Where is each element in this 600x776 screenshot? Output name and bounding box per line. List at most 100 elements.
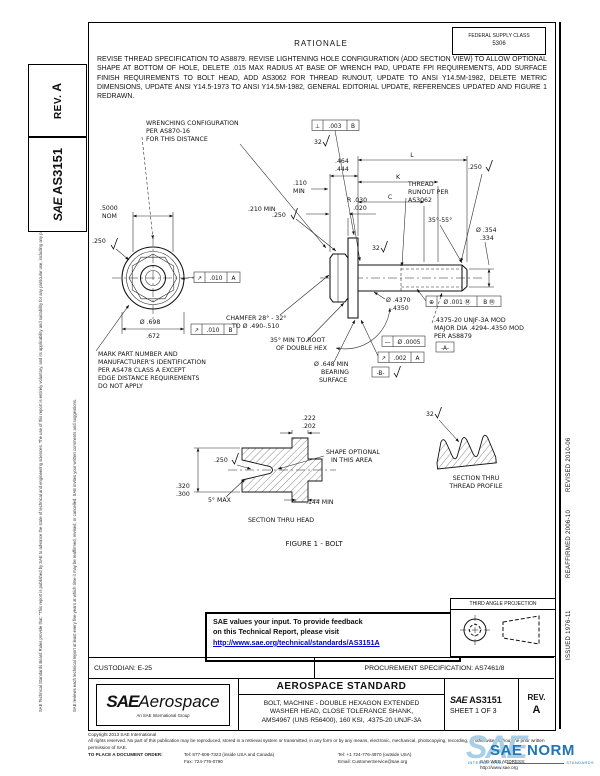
svg-text:.4375-20 UNJF-3A MOD: .4375-20 UNJF-3A MOD bbox=[434, 317, 506, 324]
sae-norm-watermark: SAE SAE NORM INTERNATIONAL STANDARDS bbox=[466, 729, 600, 775]
dim-fillet-radius: R .030 .020 bbox=[347, 197, 367, 262]
rev-value: A bbox=[50, 82, 65, 92]
svg-text:↗: ↗ bbox=[194, 328, 199, 334]
left-margin-disclaimer-1: SAE Technical Standards Board Rules prov… bbox=[38, 212, 43, 712]
note-marking: MARK PART NUMBER AND MANUFACTURER'S IDEN… bbox=[95, 304, 206, 390]
third-angle-projection-box: THIRD ANGLE PROJECTION bbox=[450, 598, 556, 657]
svg-text:.250: .250 bbox=[214, 457, 228, 464]
standard-type-heading: AEROSPACE STANDARD bbox=[239, 679, 444, 695]
section-thru-head: .222 .202 .250 SHAPE OPTIONAL IN THIS AR… bbox=[176, 415, 380, 524]
svg-text:AS3062: AS3062 bbox=[408, 197, 432, 204]
dim-210-min: .210 MIN bbox=[248, 206, 376, 236]
svg-text:THREAD: THREAD bbox=[407, 181, 434, 188]
watermark-divider bbox=[506, 762, 565, 764]
footer-web: SAE WEB ADDRESS: http://www.sae.org bbox=[480, 758, 526, 771]
dim-head-dia: Ø .698 .672 bbox=[121, 312, 185, 340]
svg-text:BEARING: BEARING bbox=[321, 369, 349, 376]
rev-cell-label: REV. bbox=[527, 693, 546, 702]
svg-text:.202: .202 bbox=[302, 423, 316, 430]
dim-shank-dia: Ø .4370 .4350 bbox=[373, 291, 411, 312]
svg-text:MIN: MIN bbox=[293, 188, 305, 195]
surface-finish-32-head: 32 bbox=[314, 134, 330, 147]
svg-text:.222: .222 bbox=[302, 415, 316, 422]
feedback-line-2: on this Technical Report, please visit bbox=[213, 627, 340, 637]
finish-check-icon bbox=[322, 134, 330, 147]
svg-text:32: 32 bbox=[426, 411, 434, 418]
surface-finish-250-thread: .250 bbox=[460, 159, 493, 263]
document-title-line-3: AMS4967 (UNS R56400), 160 KSI, .4375-20 … bbox=[261, 716, 422, 724]
dim-c: C bbox=[358, 194, 425, 262]
section-thru-thread bbox=[436, 434, 497, 470]
fcf-perpendicularity: ⊥ .003 B bbox=[311, 119, 360, 236]
fcf-runout-010-a: ↗ .010 A bbox=[180, 271, 241, 283]
logo-tagline: An SAE International Group bbox=[136, 712, 190, 718]
svg-text:35°-55°: 35°-55° bbox=[428, 216, 452, 224]
document-title-line-1: BOLT, MACHINE - DOUBLE HEXAGON EXTENDED bbox=[263, 699, 420, 707]
svg-text:PER AS8879: PER AS8879 bbox=[434, 333, 472, 340]
svg-text:⊥: ⊥ bbox=[315, 123, 320, 130]
finish-check-icon bbox=[393, 365, 401, 378]
svg-text:.672: .672 bbox=[146, 333, 160, 340]
svg-text:.250: .250 bbox=[468, 164, 482, 171]
svg-text:↗: ↗ bbox=[197, 276, 202, 282]
section-thread-label-1: SECTION THRU bbox=[453, 475, 500, 482]
note-bearing-surface: Ø .648 MIN BEARING SURFACE bbox=[314, 319, 356, 384]
svg-text:DO NOT APPLY: DO NOT APPLY bbox=[98, 383, 143, 390]
svg-text:R .030: R .030 bbox=[347, 197, 367, 204]
section-thread-label-2: THREAD PROFILE bbox=[448, 483, 502, 490]
svg-text:.144 MIN: .144 MIN bbox=[306, 499, 334, 506]
rev-box: REV. A bbox=[28, 64, 87, 137]
title-block-logo-cell: SAEAerospace An SAE International Group bbox=[88, 679, 239, 730]
watermark-sae-icon: SAE bbox=[466, 729, 528, 765]
margin-issued-date: ISSUED 1976-11 bbox=[566, 610, 572, 660]
feedback-link[interactable]: http://www.sae.org/technical/standards/A… bbox=[213, 637, 380, 647]
footer-tel-inside: Tel: 877-606-7323 (inside USA and Canada… bbox=[184, 752, 275, 758]
finish-check-icon bbox=[290, 207, 298, 220]
finish-check-icon bbox=[110, 237, 118, 250]
side-view bbox=[320, 237, 482, 319]
footer-fax: Fax: 724-776-0790 bbox=[184, 758, 223, 764]
footer: Copyright 2013 SAE International All rig… bbox=[88, 732, 558, 772]
svg-text:32: 32 bbox=[372, 245, 380, 252]
svg-text:.020: .020 bbox=[353, 205, 367, 212]
rationale-heading: RATIONALE bbox=[294, 39, 348, 48]
svg-text:.003: .003 bbox=[329, 124, 342, 130]
svg-text:SECTION THRU HEAD: SECTION THRU HEAD bbox=[248, 517, 314, 524]
svg-text:—: — bbox=[385, 340, 391, 346]
custodian-cell: CUSTODIAN: E-25 bbox=[88, 658, 315, 679]
svg-text:B: B bbox=[229, 328, 233, 334]
svg-text:.464: .464 bbox=[335, 158, 349, 165]
svg-text:.5000: .5000 bbox=[100, 205, 118, 212]
svg-text:EDGE DISTANCE REQUIREMENTS: EDGE DISTANCE REQUIREMENTS bbox=[98, 375, 200, 382]
watermark-sub-right: STANDARDS bbox=[566, 761, 594, 765]
svg-text:MAJOR DIA .4294-.4350 MOD: MAJOR DIA .4294-.4350 MOD bbox=[434, 325, 524, 332]
info-row: CUSTODIAN: E-25 PROCUREMENT SPECIFICATIO… bbox=[88, 657, 554, 679]
figure-caption: FIGURE 1 - BOLT bbox=[286, 540, 344, 548]
svg-text:PER AS478 CLASS A EXCEPT: PER AS478 CLASS A EXCEPT bbox=[98, 367, 186, 374]
rev-label: REV. bbox=[53, 94, 65, 119]
svg-text:OF DOUBLE HEX: OF DOUBLE HEX bbox=[276, 345, 328, 352]
finish-check-icon bbox=[485, 159, 493, 172]
hex-b bbox=[128, 256, 178, 300]
margin-reaffirmed-date: REAFFIRMED 2006-10 bbox=[566, 509, 572, 578]
footer-email: Email: CustomerService@sae.org bbox=[338, 758, 408, 764]
svg-text:TO Ø .490-.510: TO Ø .490-.510 bbox=[231, 322, 279, 330]
svg-text:⊕: ⊕ bbox=[429, 300, 434, 306]
svg-text:A: A bbox=[232, 276, 236, 282]
svg-text:CHAMFER 28° - 32°: CHAMFER 28° - 32° bbox=[226, 314, 286, 322]
svg-text:SURFACE: SURFACE bbox=[319, 377, 347, 384]
sae-aerospace-logo: SAEAerospace An SAE International Group bbox=[96, 683, 230, 726]
doc-number-box: SAE AS3151 bbox=[28, 137, 87, 232]
svg-text:Ø .698: Ø .698 bbox=[140, 318, 161, 326]
title-block-rev-cell: REV. A bbox=[519, 679, 554, 730]
watermark-norm-text: SAE NORM bbox=[490, 742, 575, 759]
svg-text:Ø .4370: Ø .4370 bbox=[386, 296, 411, 304]
note-thread-runout: THREAD RUNOUT PER AS3062 bbox=[400, 181, 449, 267]
svg-text:-A-: -A- bbox=[441, 346, 449, 352]
svg-text:35° MIN TO ROOT: 35° MIN TO ROOT bbox=[270, 336, 325, 344]
rev-box-content: REV. A bbox=[51, 82, 65, 118]
svg-text:Ø .354: Ø .354 bbox=[476, 226, 497, 234]
surface-finish-250-front: .250 bbox=[92, 237, 130, 261]
svg-text:Ø .648 MIN: Ø .648 MIN bbox=[314, 360, 349, 368]
